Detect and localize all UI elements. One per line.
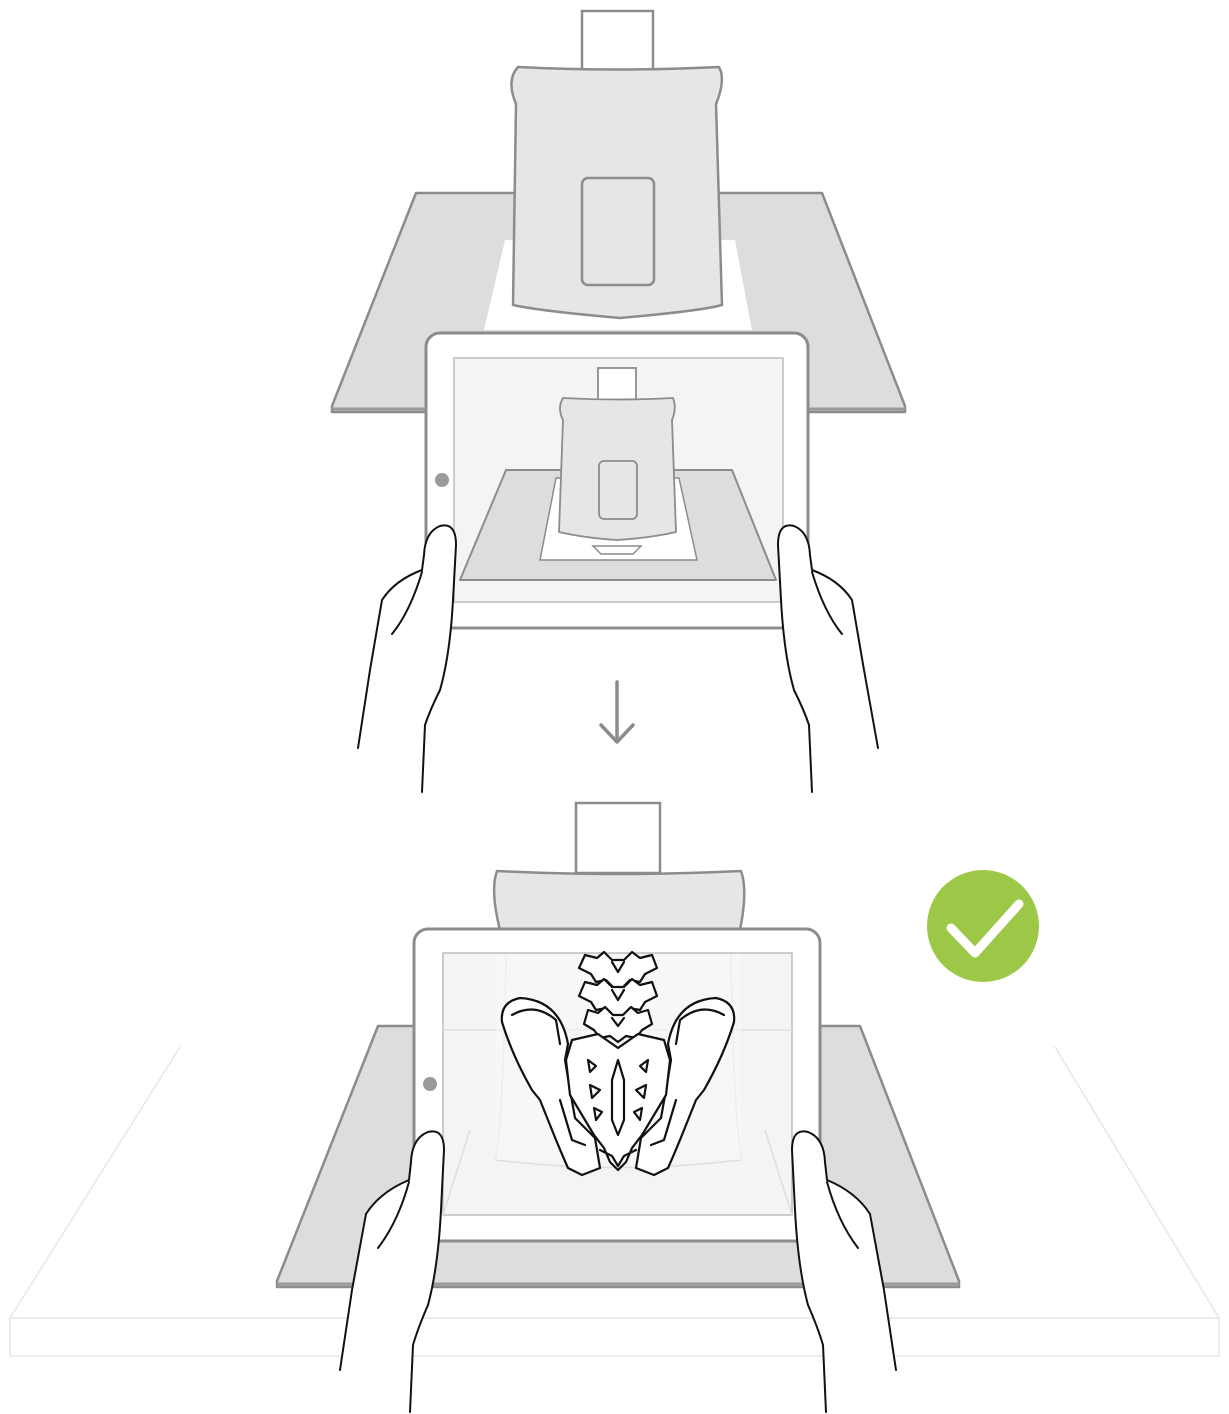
bottom-panel — [10, 803, 1219, 1412]
right-hand-icon — [778, 525, 878, 792]
home-button-icon — [423, 1077, 437, 1091]
tablet-icon — [414, 929, 820, 1241]
checkmark-icon — [927, 870, 1039, 982]
arrow-down-icon — [601, 682, 633, 742]
tablet-icon — [426, 333, 808, 628]
left-hand-icon — [358, 525, 456, 792]
xray-detector-icon — [484, 11, 752, 330]
top-panel — [332, 11, 905, 792]
home-button-icon — [435, 473, 449, 487]
xray-detector-icon — [494, 803, 744, 930]
